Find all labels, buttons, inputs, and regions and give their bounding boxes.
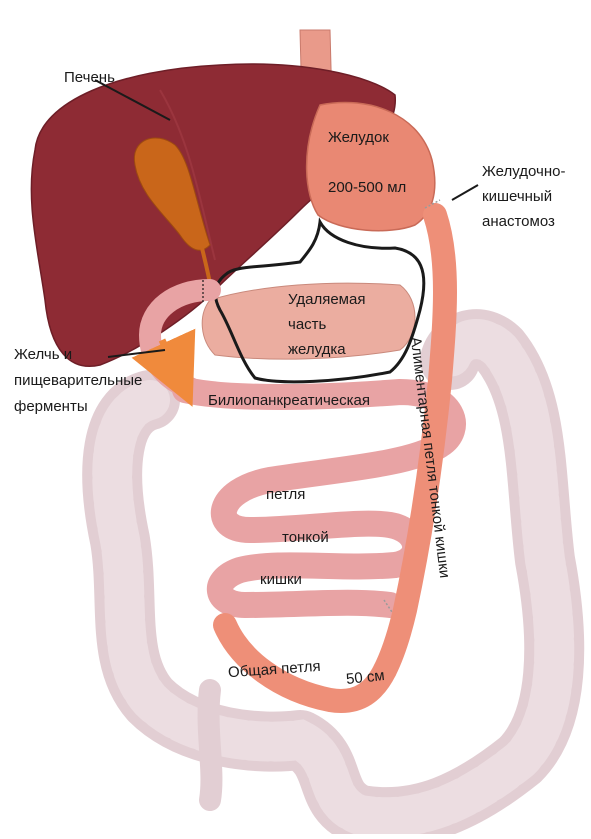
bile-label-line2: пищеварительные xyxy=(14,372,143,389)
anastomosis-label-line1: Желудочно- xyxy=(482,163,566,180)
bile-label-line1: Желчь и xyxy=(14,346,73,363)
liver-label: Печень xyxy=(64,69,115,86)
removed-stomach-label-line2: часть xyxy=(288,316,327,333)
alimentary-limb xyxy=(373,203,457,682)
removed-stomach-label-line3: желудка xyxy=(288,341,346,358)
anastomosis-label-line2: кишечный xyxy=(482,188,553,205)
bile-label-line3: ферменты xyxy=(14,398,88,415)
bile-flow-arrow xyxy=(131,328,196,407)
gallbladder xyxy=(133,137,211,251)
loop-label-line3: кишки xyxy=(260,571,302,588)
stomach-label: Желудок xyxy=(328,129,389,146)
loop-label-line2: тонкой xyxy=(282,529,329,546)
anastomosis-sutures xyxy=(383,199,441,613)
biliopancreatic-label: Билиопанкреатическая xyxy=(208,392,370,409)
anastomosis-label-line3: анастомоз xyxy=(482,213,555,230)
liver-shape xyxy=(30,63,396,367)
stomach-pouch xyxy=(305,101,436,232)
large-intestine xyxy=(82,309,585,839)
removed-stomach-label-line1: Удаляемая xyxy=(288,291,366,308)
bile-leader-line xyxy=(107,349,166,358)
liver-leader-line xyxy=(94,79,171,121)
common-limb-length-label: 50 см xyxy=(345,667,386,688)
common-limb xyxy=(213,613,397,713)
removed-stomach-outline xyxy=(213,217,426,384)
anastomosis-leader-line xyxy=(451,184,479,201)
loop-label-line1: петля xyxy=(266,486,306,503)
stomach-volume-label: 200-500 мл xyxy=(328,179,407,196)
removed-stomach-part xyxy=(201,282,416,360)
